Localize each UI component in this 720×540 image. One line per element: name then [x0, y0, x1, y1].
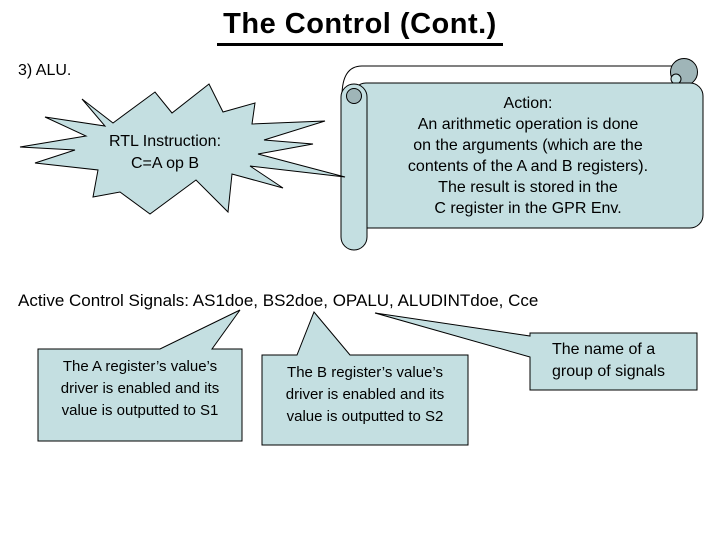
starburst-text-line2: C=A op B	[130, 155, 200, 172]
callout-b-shape	[261, 311, 469, 446]
starburst-text-line1: RTL Instruction:	[108, 133, 222, 150]
callout-a-shape	[37, 309, 243, 442]
scroll-text-line4: contents of the A and B registers).	[407, 158, 649, 175]
callout-name-shape	[374, 312, 698, 391]
starburst-text: RTL Instruction: C=A op B	[60, 131, 270, 175]
callout-b-line1: The B register’s value’s	[287, 364, 443, 381]
scroll-text-line5: The result is stored in the	[438, 179, 618, 196]
callout-a-line1: The A register’s value’s	[62, 358, 218, 375]
scroll-back-edge	[341, 65, 672, 97]
callout-name-line2: group of signals	[552, 363, 665, 380]
callout-a-line2: driver is enabled and its	[60, 380, 220, 397]
callout-b-text: The B register’s value’s driver is enabl…	[262, 362, 468, 428]
section-label: 3) ALU.	[18, 62, 72, 79]
callout-name-text: The name of a group of signals	[552, 339, 697, 383]
callout-a-text: The A register’s value’s driver is enabl…	[38, 356, 242, 422]
callout-b-line2: driver is enabled and its	[285, 386, 445, 403]
scroll-text: Action: An arithmetic operation is done …	[363, 93, 693, 219]
scroll-text-line1: Action:	[503, 95, 553, 112]
scroll-text-line2: An arithmetic operation is done	[417, 116, 639, 133]
page-title: The Control (Cont.)	[0, 8, 720, 46]
page-title-text: The Control (Cont.)	[217, 8, 503, 46]
callout-name-line1: The name of a	[552, 341, 656, 358]
scroll-left-roll-shape	[340, 83, 368, 251]
starburst-shape	[19, 83, 346, 215]
scroll-text-line6: C register in the GPR Env.	[434, 200, 622, 217]
scroll-left-curl-icon	[346, 88, 362, 104]
callout-b-line3: value is outputted to S2	[286, 408, 444, 425]
active-control-signals-line: Active Control Signals: AS1doe, BS2doe, …	[18, 291, 539, 310]
scroll-text-line3: on the arguments (which are the	[413, 137, 643, 154]
callout-a-line3: value is outputted to S1	[61, 402, 219, 419]
